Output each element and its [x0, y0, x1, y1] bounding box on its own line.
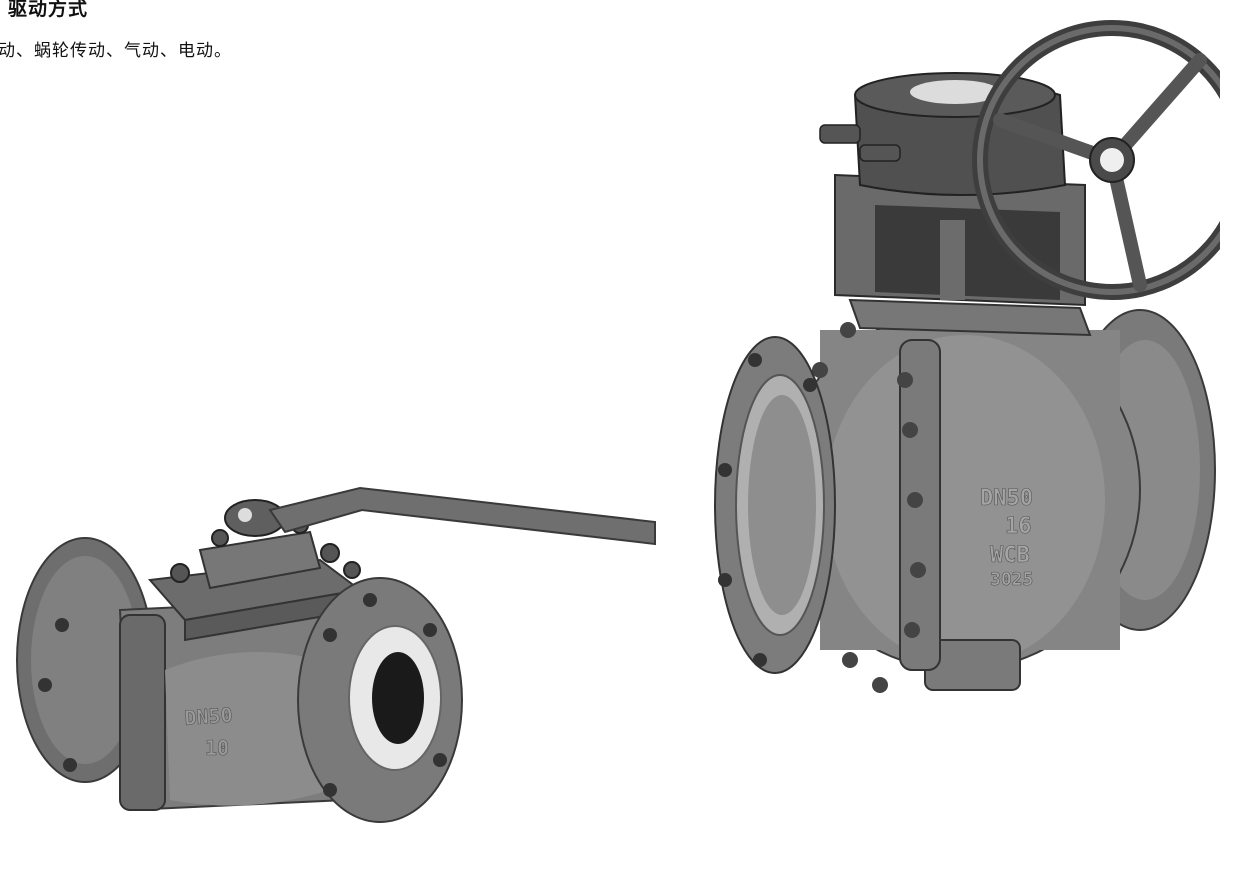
cast-marking-pressure: 16	[1005, 514, 1032, 539]
lever-ball-valve-drawing: DN50 10	[16, 486, 656, 823]
section-heading: 驱动方式	[8, 0, 89, 20]
lever-ball-valve-image: DN50 10	[0, 470, 660, 881]
cast-marking-pressure: 10	[205, 736, 229, 760]
cast-marking-size: DN50	[980, 486, 1033, 511]
worm-gear-ball-valve-drawing: DN50 16 WCB 3025	[714, 20, 1220, 693]
cast-marking-material: WCB	[990, 543, 1030, 568]
worm-gear-ball-valve-image: DN50 16 WCB 3025	[700, 0, 1220, 700]
cast-marking-size: DN50	[184, 703, 234, 730]
drive-methods-text: 动、蜗轮传动、气动、电动。	[0, 41, 232, 61]
cast-marking-code: 3025	[990, 569, 1033, 590]
